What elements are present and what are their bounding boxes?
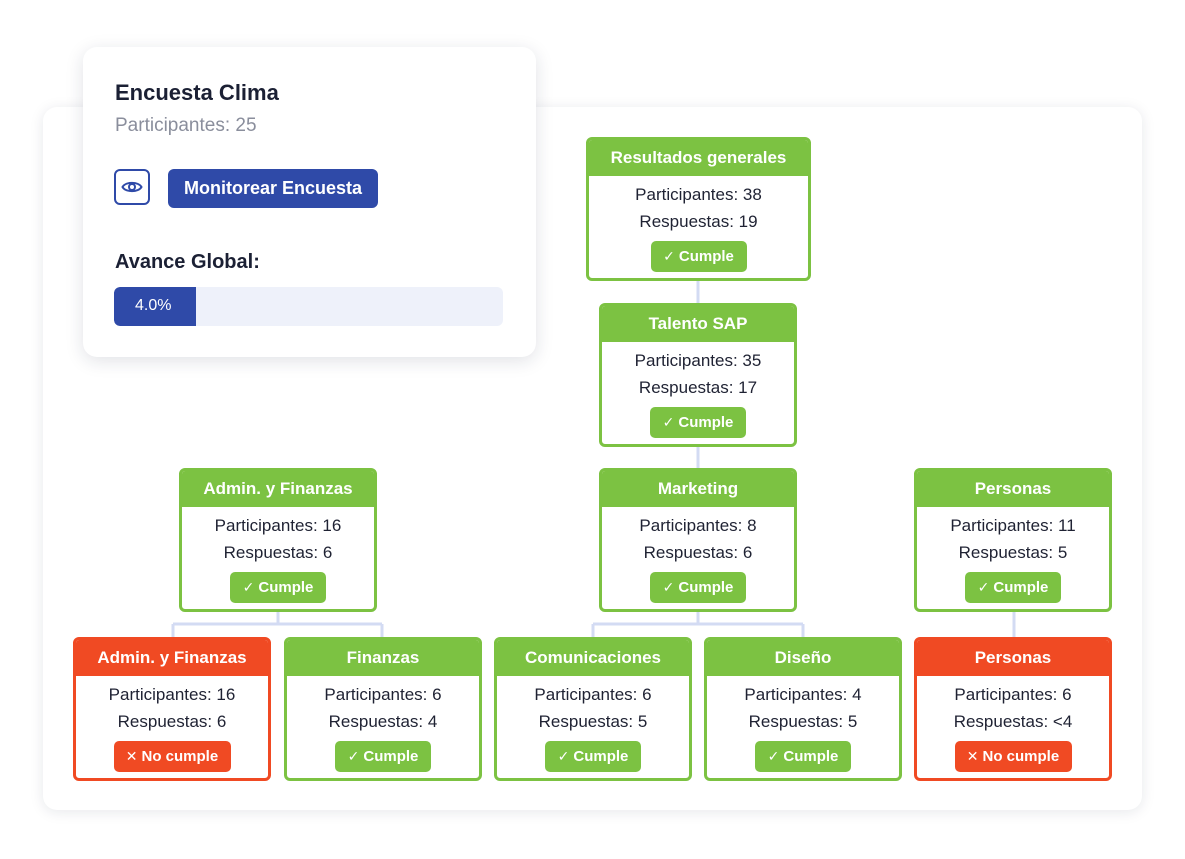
connector-marketing-children bbox=[591, 611, 805, 638]
status-badge: ✓Cumple bbox=[545, 741, 641, 772]
node-participants: Participantes: 16 bbox=[108, 685, 236, 704]
status-badge: ✓Cumple bbox=[230, 572, 326, 603]
node-participants: Participantes: 16 bbox=[214, 516, 342, 535]
node-responses: Respuestas: 17 bbox=[638, 378, 758, 397]
node-participants: Participantes: 4 bbox=[744, 685, 862, 704]
status-badge: ✓Cumple bbox=[755, 741, 851, 772]
status-badge: ✓Cumple bbox=[650, 407, 746, 438]
survey-title: Encuesta Clima bbox=[115, 80, 279, 105]
node-responses: Respuestas: 5 bbox=[748, 712, 858, 731]
node-title: Resultados generales bbox=[589, 140, 808, 176]
node-talento-sap[interactable]: Talento SAP Participantes: 35 Respuestas… bbox=[599, 303, 797, 447]
node-participants: Participantes: 38 bbox=[635, 185, 762, 204]
node-title: Comunicaciones bbox=[497, 640, 689, 676]
node-participants: Participantes: 6 bbox=[534, 685, 652, 704]
node-responses: Respuestas: 6 bbox=[223, 543, 333, 562]
check-icon: ✓ bbox=[557, 748, 570, 764]
node-title: Admin. y Finanzas bbox=[182, 471, 374, 507]
status-badge: ✓Cumple bbox=[650, 572, 746, 603]
node-personas-child[interactable]: Personas Participantes: 6 Respuestas: <4… bbox=[914, 637, 1112, 781]
x-icon: ✕ bbox=[966, 748, 979, 764]
node-marketing[interactable]: Marketing Participantes: 8 Respuestas: 6… bbox=[599, 468, 797, 612]
global-progress-fill bbox=[114, 287, 196, 326]
node-admin-finanzas[interactable]: Admin. y Finanzas Participantes: 16 Resp… bbox=[179, 468, 377, 612]
node-participants: Participantes: 35 bbox=[634, 351, 762, 370]
node-responses: Respuestas: <4 bbox=[953, 712, 1073, 731]
global-progress-label: Avance Global: bbox=[115, 251, 260, 273]
node-participants: Participantes: 6 bbox=[954, 685, 1072, 704]
node-participants: Participantes: 8 bbox=[639, 516, 757, 535]
global-progress-bar: 4.0% bbox=[114, 287, 503, 326]
check-icon: ✓ bbox=[662, 414, 675, 430]
node-responses: Respuestas: 6 bbox=[643, 543, 753, 562]
check-icon: ✓ bbox=[242, 579, 255, 595]
node-resultados-generales[interactable]: Resultados generales Participantes: 38 R… bbox=[586, 137, 811, 281]
check-icon: ✓ bbox=[347, 748, 360, 764]
view-survey-button[interactable] bbox=[114, 169, 150, 205]
status-badge: ✓Cumple bbox=[965, 572, 1061, 603]
node-participants: Participantes: 11 bbox=[950, 516, 1076, 535]
node-finanzas[interactable]: Finanzas Participantes: 6 Respuestas: 4 … bbox=[284, 637, 482, 781]
node-title: Marketing bbox=[602, 471, 794, 507]
node-admin-finanzas-child[interactable]: Admin. y Finanzas Participantes: 16 Resp… bbox=[73, 637, 271, 781]
node-responses: Respuestas: 6 bbox=[117, 712, 227, 731]
node-comunicaciones[interactable]: Comunicaciones Participantes: 6 Respuest… bbox=[494, 637, 692, 781]
node-personas[interactable]: Personas Participantes: 11 Respuestas: 5… bbox=[914, 468, 1112, 612]
check-icon: ✓ bbox=[662, 579, 675, 595]
node-responses: Respuestas: 5 bbox=[538, 712, 648, 731]
node-responses: Respuestas: 5 bbox=[958, 543, 1068, 562]
monitor-survey-button[interactable]: Monitorear Encuesta bbox=[168, 169, 379, 208]
node-responses: Respuestas: 19 bbox=[639, 212, 758, 231]
connector-admin-children bbox=[171, 611, 384, 638]
eye-icon bbox=[121, 181, 143, 193]
check-icon: ✓ bbox=[977, 579, 990, 595]
node-title: Personas bbox=[917, 471, 1109, 507]
check-icon: ✓ bbox=[767, 748, 780, 764]
node-title: Talento SAP bbox=[602, 306, 794, 342]
check-icon: ✓ bbox=[663, 248, 675, 264]
x-icon: ✕ bbox=[125, 748, 138, 764]
node-participants: Participantes: 6 bbox=[324, 685, 442, 704]
status-badge: ✕No cumple bbox=[954, 741, 1072, 772]
status-badge: ✓Cumple bbox=[650, 241, 747, 272]
node-diseno[interactable]: Diseño Participantes: 4 Respuestas: 5 ✓C… bbox=[704, 637, 902, 781]
node-title: Finanzas bbox=[287, 640, 479, 676]
survey-participants: Participantes: 25 bbox=[115, 115, 257, 136]
survey-summary-card: Encuesta Clima Participantes: 25 Monitor… bbox=[83, 47, 536, 357]
status-badge: ✕No cumple bbox=[113, 741, 231, 772]
node-title: Personas bbox=[917, 640, 1109, 676]
global-progress-value: 4.0% bbox=[135, 297, 172, 314]
status-badge: ✓Cumple bbox=[335, 741, 431, 772]
node-title: Admin. y Finanzas bbox=[76, 640, 268, 676]
node-responses: Respuestas: 4 bbox=[328, 712, 438, 731]
node-title: Diseño bbox=[707, 640, 899, 676]
